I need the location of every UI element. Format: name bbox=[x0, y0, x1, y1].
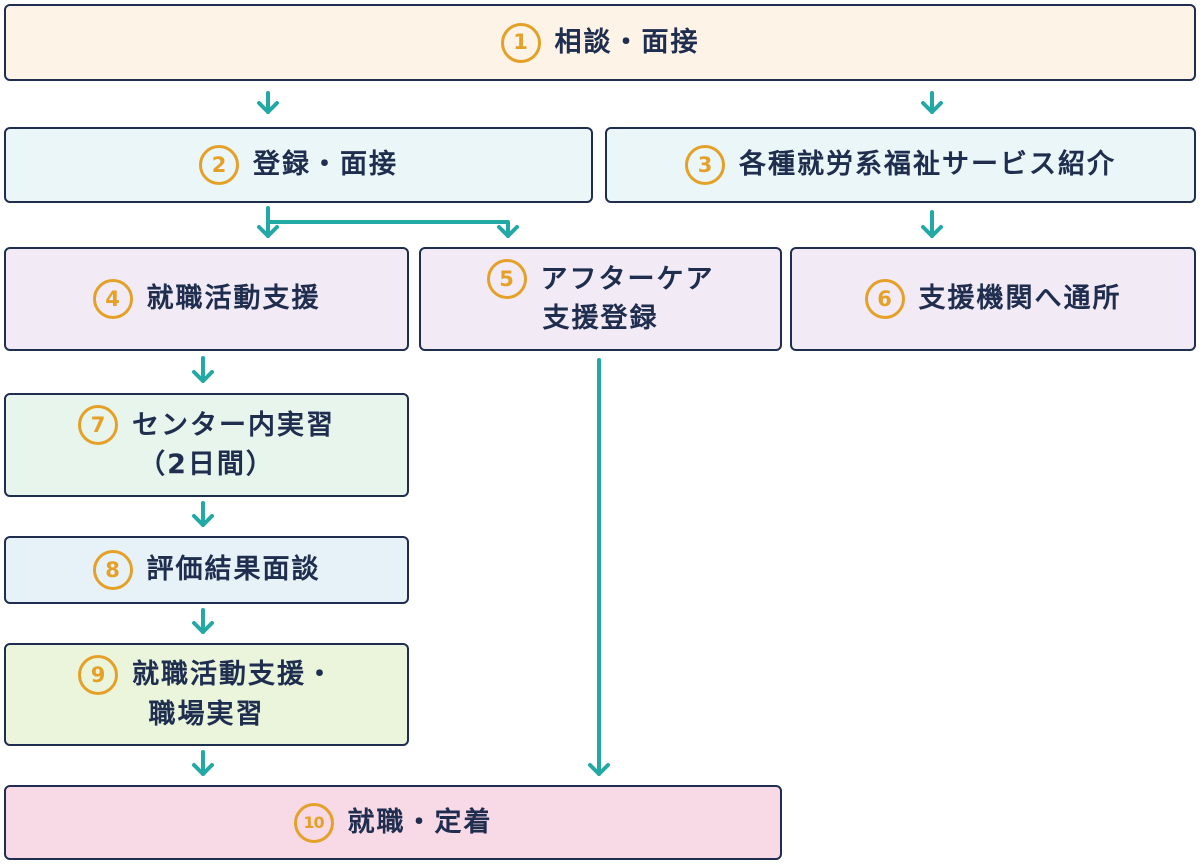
step-1-label: 相談・面接 bbox=[554, 26, 700, 58]
arrow-1-to-3 bbox=[921, 91, 943, 114]
step-7-center-training: 7 センター内実習 （2日間） bbox=[4, 393, 409, 497]
step-6-label: 支援機関へ通所 bbox=[918, 283, 1122, 315]
step-number-8: 8 bbox=[92, 550, 133, 590]
step-number-3: 3 bbox=[685, 145, 725, 185]
arrow-1-to-2 bbox=[257, 91, 279, 114]
arrow-2-to-5 bbox=[266, 220, 519, 238]
step-2-registration: 2 登録・面接 bbox=[4, 127, 593, 203]
arrow-7-to-8 bbox=[192, 501, 214, 527]
step-9-job-search-workplace-training: 9 就職活動支援・ 職場実習 bbox=[4, 643, 409, 746]
step-number-2: 2 bbox=[199, 145, 239, 185]
arrow-3-to-6 bbox=[921, 210, 943, 238]
arrow-5-to-10 bbox=[588, 358, 610, 776]
step-9-label: 就職活動支援・ bbox=[132, 659, 335, 691]
step-6-support-agency: 6 支援機関へ通所 bbox=[790, 247, 1196, 351]
step-3-label: 各種就労系福祉サービス紹介 bbox=[739, 149, 1116, 181]
step-4-label: 就職活動支援 bbox=[146, 283, 321, 315]
step-number-6: 6 bbox=[864, 279, 905, 319]
step-5-label-line2: 支援登録 bbox=[542, 303, 659, 335]
step-9-label-line2: 職場実習 bbox=[148, 698, 265, 730]
step-10-employment-retention: 10 就職・定着 bbox=[4, 785, 782, 860]
step-1-consultation: 1 相談・面接 bbox=[4, 4, 1196, 81]
step-7-label: センター内実習 bbox=[132, 409, 335, 441]
step-7-label-line2: （2日間） bbox=[138, 449, 275, 481]
step-number-1: 1 bbox=[500, 22, 541, 63]
arrow-4-to-7 bbox=[192, 356, 214, 383]
step-3-service-referral: 3 各種就労系福祉サービス紹介 bbox=[605, 127, 1196, 203]
step-number-7: 7 bbox=[78, 405, 118, 446]
step-8-evaluation-interview: 8 評価結果面談 bbox=[4, 536, 409, 604]
step-number-4: 4 bbox=[92, 279, 133, 319]
step-number-5: 5 bbox=[486, 259, 527, 300]
step-number-10: 10 bbox=[293, 802, 334, 843]
step-2-label: 登録・面接 bbox=[253, 149, 398, 181]
step-8-label: 評価結果面談 bbox=[146, 554, 321, 586]
step-number-9: 9 bbox=[78, 654, 118, 695]
step-10-label: 就職・定着 bbox=[347, 806, 493, 838]
arrow-8-to-9 bbox=[192, 608, 214, 634]
step-5-label: アフターケア bbox=[540, 263, 715, 295]
arrow-9-to-10 bbox=[192, 750, 214, 776]
step-4-job-search-support: 4 就職活動支援 bbox=[4, 247, 409, 351]
step-5-aftercare-registration: 5 アフターケア 支援登録 bbox=[419, 247, 782, 351]
